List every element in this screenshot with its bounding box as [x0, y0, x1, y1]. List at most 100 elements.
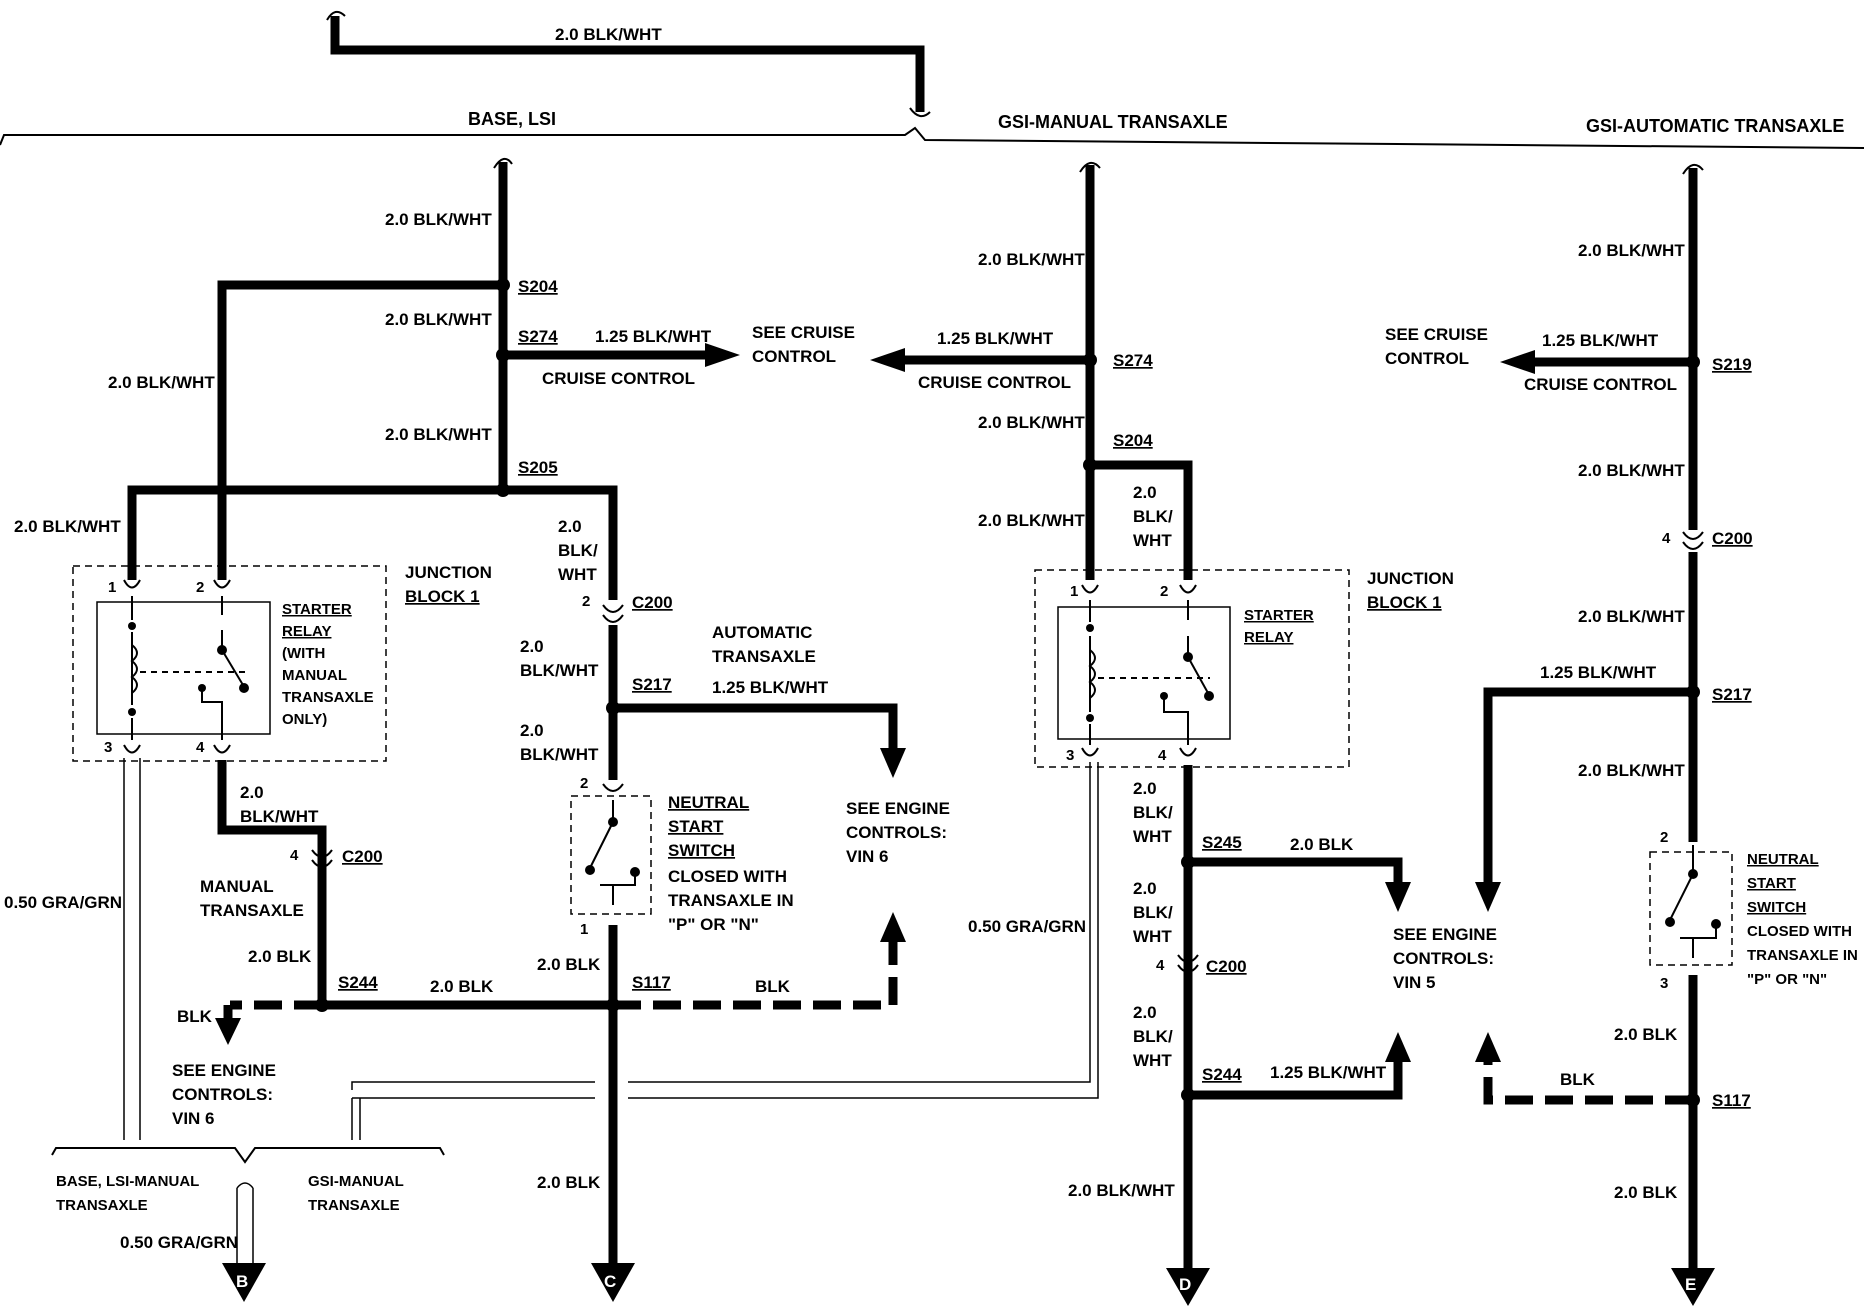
svg-text:CLOSED WITH: CLOSED WITH [668, 867, 787, 886]
svg-text:TRANSAXLE IN: TRANSAXLE IN [668, 891, 794, 910]
top-feed: 2.0 BLK/WHT [326, 10, 931, 118]
svg-text:BLK/WHT: BLK/WHT [240, 807, 319, 826]
splice-s205 [496, 483, 510, 497]
svg-text:BLK: BLK [755, 977, 791, 996]
svg-text:2.0 BLK/WHT: 2.0 BLK/WHT [978, 413, 1085, 432]
svg-text:C200: C200 [1206, 957, 1247, 976]
svg-text:BLK/: BLK/ [1133, 1027, 1173, 1046]
svg-text:2.0 BLK/WHT: 2.0 BLK/WHT [14, 517, 121, 536]
terminal-d: D [1166, 1268, 1210, 1306]
svg-text:D: D [1179, 1275, 1191, 1294]
splice-s244-base [315, 998, 329, 1012]
svg-text:WHT: WHT [1133, 927, 1172, 946]
svg-text:0.50 GRA/GRN: 0.50 GRA/GRN [4, 893, 122, 912]
svg-text:S274: S274 [518, 327, 558, 346]
top-wire-label: 2.0 BLK/WHT [555, 25, 662, 44]
svg-text:WHT: WHT [1133, 827, 1172, 846]
svg-text:ONLY): ONLY) [282, 711, 327, 728]
svg-text:VIN 6: VIN 6 [846, 847, 889, 866]
svg-text:BLK/: BLK/ [1133, 903, 1173, 922]
svg-text:S117: S117 [632, 973, 671, 992]
svg-text:BLK/WHT: BLK/WHT [520, 745, 599, 764]
svg-text:NEUTRAL: NEUTRAL [668, 793, 749, 812]
svg-text:CONTROLS:: CONTROLS: [846, 823, 947, 842]
svg-text:START: START [1747, 875, 1796, 892]
neutral-start-switch-auto [570, 795, 652, 915]
svg-text:S117: S117 [1712, 1091, 1751, 1110]
svg-text:2.0 BLK/WHT: 2.0 BLK/WHT [978, 250, 1085, 269]
svg-text:SEE ENGINE: SEE ENGINE [1393, 925, 1497, 944]
svg-text:CLOSED WITH: CLOSED WITH [1747, 923, 1852, 940]
svg-text:S204: S204 [518, 277, 558, 296]
svg-text:MANUAL: MANUAL [200, 877, 274, 896]
svg-text:RELAY: RELAY [282, 623, 331, 640]
svg-text:CONTROL: CONTROL [1385, 349, 1469, 368]
svg-text:4: 4 [290, 847, 299, 864]
gsi-manual-circuit: 2.0 BLK/WHT 1.25 BLK/WHT CRUISE CONTROL … [870, 161, 1497, 1280]
svg-text:1.25 BLK/WHT: 1.25 BLK/WHT [712, 678, 829, 697]
svg-text:C200: C200 [1712, 529, 1753, 548]
svg-text:2.0 BLK/WHT: 2.0 BLK/WHT [1578, 607, 1685, 626]
svg-text:TRANSAXLE: TRANSAXLE [282, 689, 374, 706]
svg-text:2.0 BLK/WHT: 2.0 BLK/WHT [385, 425, 492, 444]
svg-text:CONTROLS:: CONTROLS: [1393, 949, 1494, 968]
svg-text:RELAY: RELAY [1244, 629, 1293, 646]
svg-text:1: 1 [108, 579, 116, 596]
svg-text:C200: C200 [342, 847, 383, 866]
svg-text:BLK: BLK [177, 1007, 213, 1026]
svg-text:2: 2 [582, 593, 590, 610]
terminal-c: C [591, 1263, 635, 1302]
svg-text:2.0 BLK/WHT: 2.0 BLK/WHT [385, 310, 492, 329]
svg-text:WHT: WHT [1133, 1051, 1172, 1070]
svg-text:2.0 BLK: 2.0 BLK [248, 947, 312, 966]
svg-text:3: 3 [104, 739, 112, 756]
svg-text:2.0 BLK/WHT: 2.0 BLK/WHT [1578, 761, 1685, 780]
neutral-start-switch-gsi [1649, 851, 1733, 966]
svg-text:STARTER: STARTER [282, 601, 352, 618]
splice-s274 [496, 348, 510, 362]
svg-text:1.25 BLK/WHT: 1.25 BLK/WHT [937, 329, 1054, 348]
svg-text:2.0 BLK/WHT: 2.0 BLK/WHT [1578, 241, 1685, 260]
svg-text:2.0 BLK/WHT: 2.0 BLK/WHT [978, 511, 1085, 530]
section-gsi-manual: GSI-MANUAL TRANSAXLE [998, 112, 1228, 132]
terminal-e: E [1671, 1268, 1715, 1306]
svg-text:TRANSAXLE: TRANSAXLE [712, 647, 816, 666]
svg-text:1.25 BLK/WHT: 1.25 BLK/WHT [1270, 1063, 1387, 1082]
svg-text:2.0 BLK: 2.0 BLK [537, 1173, 601, 1192]
svg-text:TRANSAXLE IN: TRANSAXLE IN [1747, 947, 1858, 964]
junction-block-1 [72, 565, 387, 762]
junction-block-1-gsi [1034, 569, 1350, 768]
starter-relay-gsi [1057, 606, 1231, 740]
terminal-b: B [222, 1263, 266, 1302]
svg-text:BASE, LSI-MANUAL: BASE, LSI-MANUAL [56, 1173, 199, 1190]
svg-text:VIN 5: VIN 5 [1393, 973, 1436, 992]
svg-text:NEUTRAL: NEUTRAL [1747, 851, 1819, 868]
svg-text:3: 3 [1066, 747, 1074, 764]
svg-text:2.0: 2.0 [520, 721, 544, 740]
section-divider [0, 126, 1864, 149]
svg-text:2: 2 [1660, 829, 1668, 846]
svg-text:1: 1 [1070, 583, 1078, 600]
splice-s204 [496, 278, 510, 292]
svg-text:TRANSAXLE: TRANSAXLE [308, 1197, 400, 1214]
svg-text:CRUISE CONTROL: CRUISE CONTROL [1524, 375, 1677, 394]
gsi-automatic-circuit: 2.0 BLK/WHT SEE CRUISE CONTROL 1.25 BLK/… [1385, 163, 1858, 1280]
svg-text:WHT: WHT [558, 565, 597, 584]
svg-text:2.0 BLK/WHT: 2.0 BLK/WHT [1578, 461, 1685, 480]
svg-text:S245: S245 [1202, 833, 1242, 852]
svg-text:CRUISE CONTROL: CRUISE CONTROL [918, 373, 1071, 392]
svg-text:2.0 BLK/WHT: 2.0 BLK/WHT [108, 373, 215, 392]
splice-s204-gsi [1083, 458, 1097, 472]
svg-text:2.0: 2.0 [520, 637, 544, 656]
svg-text:2.0 BLK: 2.0 BLK [537, 955, 601, 974]
svg-text:2.0 BLK: 2.0 BLK [1614, 1183, 1678, 1202]
svg-text:0.50 GRA/GRN: 0.50 GRA/GRN [120, 1233, 238, 1252]
section-gsi-automatic: GSI-AUTOMATIC TRANSAXLE [1586, 116, 1844, 136]
svg-text:BLK/: BLK/ [558, 541, 598, 560]
svg-text:2.0: 2.0 [1133, 1003, 1157, 1022]
svg-text:BLK/: BLK/ [1133, 803, 1173, 822]
svg-text:C: C [604, 1272, 616, 1291]
splice-s219 [1686, 355, 1700, 369]
svg-text:CONTROLS:: CONTROLS: [172, 1085, 273, 1104]
svg-text:2.0 BLK/WHT: 2.0 BLK/WHT [1068, 1181, 1175, 1200]
